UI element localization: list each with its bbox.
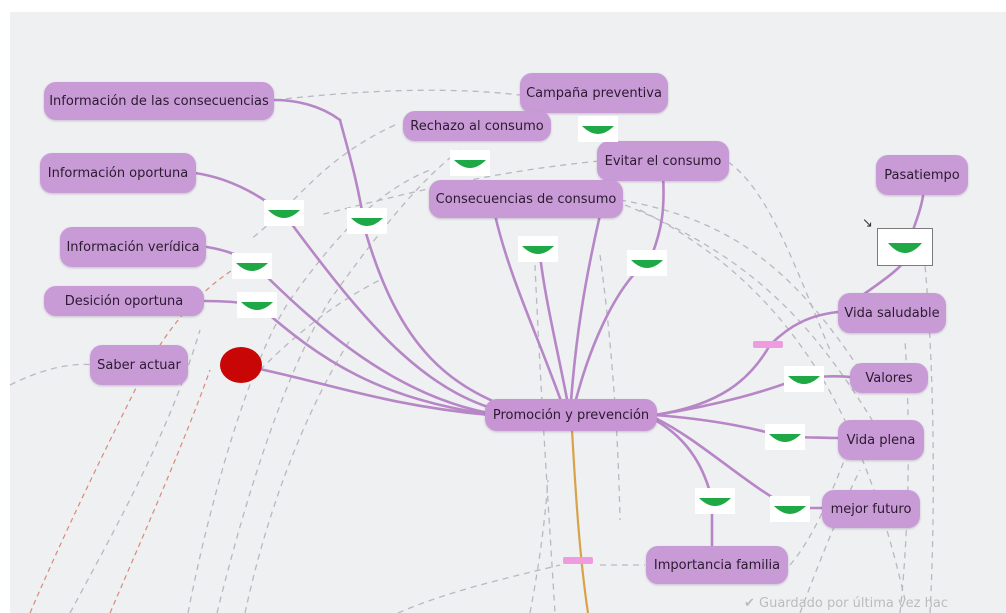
smile-icon[interactable] — [518, 236, 558, 262]
smile-icon[interactable] — [695, 488, 735, 514]
node-pasatiempo[interactable]: Pasatiempo — [876, 155, 968, 195]
node-saber-actuar[interactable]: Saber actuar — [90, 345, 188, 385]
smile-icon — [888, 243, 922, 253]
smile-icon[interactable] — [784, 366, 824, 392]
dash-connector-icon[interactable] — [563, 557, 593, 564]
smile-icon[interactable] — [627, 250, 667, 276]
smile-icon[interactable] — [232, 253, 272, 279]
smile-icon[interactable] — [450, 150, 490, 176]
red-circle-icon[interactable] — [220, 347, 262, 383]
node-evitar-consumo[interactable]: Evitar el consumo — [597, 141, 729, 181]
save-status: ✔ Guardado por última vez hac — [744, 596, 948, 611]
dash-connector-icon[interactable] — [753, 341, 783, 348]
node-rechazo-consumo[interactable]: Rechazo al consumo — [403, 111, 551, 141]
node-importancia-familia[interactable]: Importancia familia — [646, 546, 788, 584]
smile-icon[interactable] — [347, 208, 387, 234]
node-campana-preventiva[interactable]: Campaña preventiva — [520, 73, 668, 113]
node-root-promocion[interactable]: Promoción y prevención — [485, 399, 657, 431]
resize-arrow-icon[interactable]: ↘ — [862, 216, 873, 231]
smile-icon[interactable] — [578, 116, 618, 142]
selected-smile-box[interactable] — [877, 228, 933, 266]
node-info-veridica[interactable]: Información verídica — [60, 227, 206, 267]
smile-icon[interactable] — [770, 496, 810, 522]
node-consecuencias-consumo[interactable]: Consecuencias de consumo — [429, 180, 623, 218]
smile-icon[interactable] — [765, 424, 805, 450]
node-valores[interactable]: Valores — [850, 363, 928, 393]
smile-icon[interactable] — [264, 200, 304, 226]
smile-icon[interactable] — [237, 292, 277, 318]
node-vida-plena[interactable]: Vida plena — [838, 420, 924, 460]
node-desicion-oportuna[interactable]: Desición oportuna — [44, 286, 204, 316]
node-vida-saludable[interactable]: Vida saludable — [838, 293, 946, 333]
node-mejor-futuro[interactable]: mejor futuro — [822, 490, 920, 528]
node-info-consecuencias[interactable]: Información de las consecuencias — [44, 82, 274, 120]
node-info-oportuna[interactable]: Información oportuna — [40, 153, 196, 193]
